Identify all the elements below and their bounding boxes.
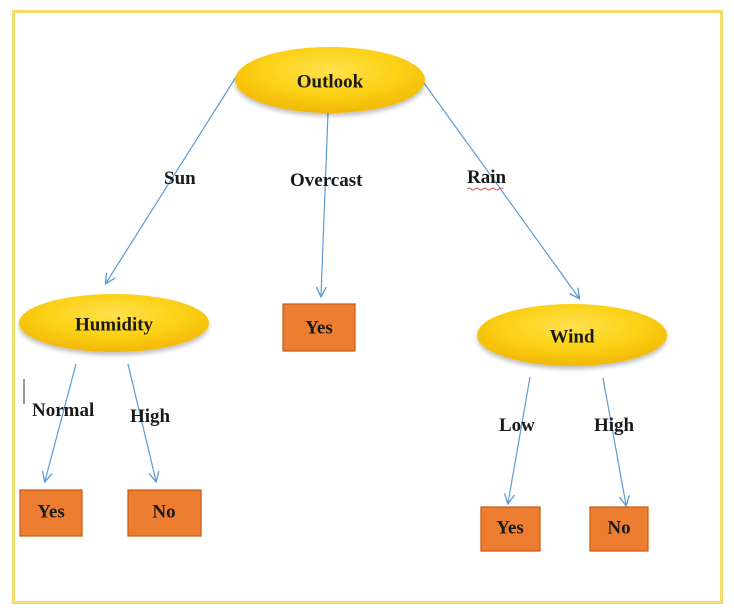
node-wind: Wind (477, 304, 667, 366)
leaf-wind-high-no-label: No (607, 517, 630, 538)
edge-humidity-high (127, 363, 156, 481)
edge-label-sun: Sun (164, 168, 196, 189)
leaf-humidity-high-no-label: No (152, 501, 175, 522)
leaf-humidity-high-no: No (127, 489, 202, 537)
edge-label-humidity-high: High (130, 406, 171, 427)
node-outlook-label: Outlook (297, 71, 364, 92)
edge-outlook-sun (106, 76, 237, 283)
edge-label-overcast: Overcast (290, 170, 363, 191)
leaf-low-yes-label: Yes (496, 517, 523, 538)
rain-spellcheck-squiggle (466, 187, 504, 191)
edge-outlook-rain (423, 82, 579, 298)
leaf-wind-high-no: No (589, 506, 649, 552)
node-humidity-label: Humidity (75, 314, 154, 335)
leaf-normal-yes-label: Yes (37, 501, 64, 522)
leaf-normal-yes: Yes (19, 489, 83, 537)
diagram-frame (12, 10, 723, 604)
node-wind-label: Wind (549, 326, 595, 347)
edge-label-low: Low (499, 415, 535, 436)
node-humidity: Humidity (19, 294, 209, 352)
leaf-low-yes: Yes (480, 506, 541, 552)
edge-outlook-overcast (321, 112, 329, 296)
leaf-overcast-yes: Yes (282, 303, 356, 352)
edge-label-wind-high: High (594, 415, 635, 436)
edge-label-normal: Normal (32, 400, 94, 421)
edge-wind-high (602, 377, 626, 505)
node-outlook: Outlook (235, 47, 425, 113)
leaf-overcast-yes-label: Yes (305, 317, 332, 338)
edge-humidity-normal (45, 363, 77, 481)
edge-label-rain: Rain (467, 167, 507, 188)
edge-wind-low (508, 376, 531, 503)
